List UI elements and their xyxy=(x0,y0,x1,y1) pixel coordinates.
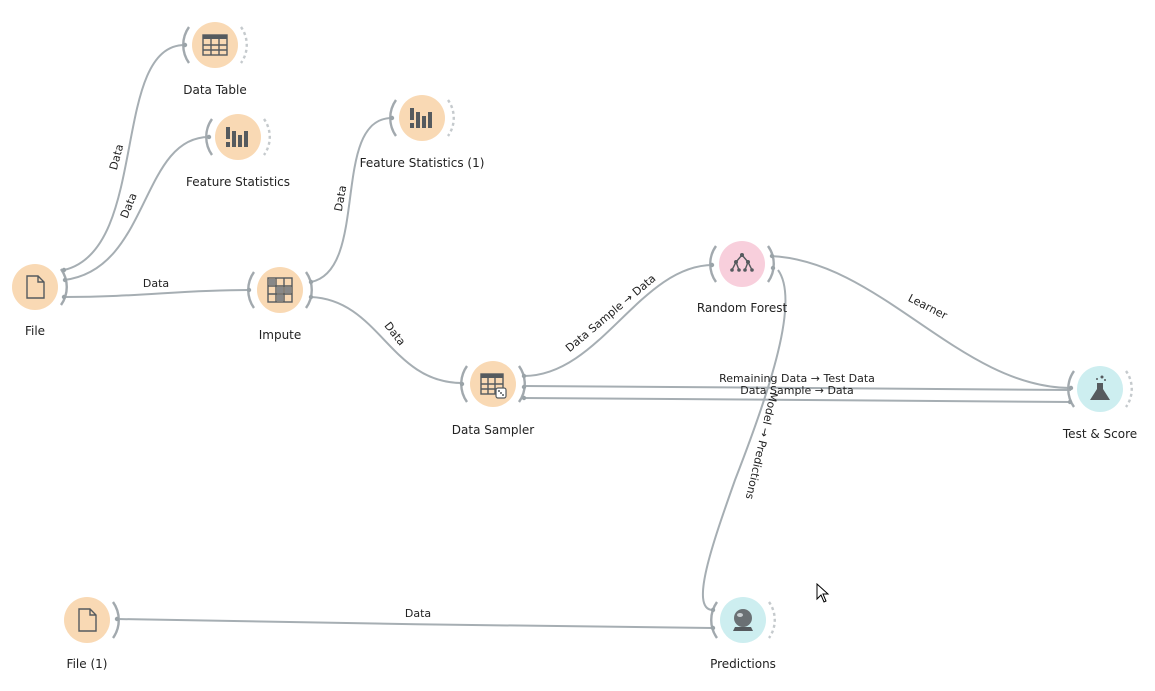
link-forest-predictions[interactable] xyxy=(701,269,787,611)
node-label: Feature Statistics xyxy=(186,175,290,189)
link-forest-test[interactable] xyxy=(769,255,1072,389)
link-file-datatable[interactable] xyxy=(63,44,186,271)
link-file-impute[interactable] xyxy=(63,289,249,298)
table-icon xyxy=(202,34,228,56)
node-label: Data Sampler xyxy=(452,423,534,437)
link-label-sampler-forest: Data Sample → Data xyxy=(563,272,658,355)
link-sampler-test-remaining[interactable] xyxy=(523,385,1072,391)
table-dice-icon xyxy=(480,373,507,399)
node-data-table[interactable]: Data Table xyxy=(182,22,248,97)
link-label-file1-predictions: Data xyxy=(405,607,431,620)
link-label-impute-sampler: Data xyxy=(382,319,408,348)
link-label-sampler-test-sample: Data Sample → Data xyxy=(740,384,853,397)
node-test-score[interactable]: Test & Score xyxy=(1062,366,1137,441)
node-impute[interactable]: Impute xyxy=(246,267,314,342)
link-labels: Data Data Data Data Data Data Sample → D… xyxy=(107,143,950,620)
node-background xyxy=(12,264,58,310)
node-label: Feature Statistics (1) xyxy=(360,156,485,170)
flask-icon xyxy=(1090,375,1110,400)
node-file-1[interactable]: File (1) xyxy=(64,597,120,671)
link-label-sampler-test-remaining: Remaining Data → Test Data xyxy=(719,372,875,385)
node-predictions[interactable]: Predictions xyxy=(710,597,776,671)
node-label: Random Forest xyxy=(697,301,788,315)
node-data-sampler[interactable]: Data Sampler xyxy=(452,361,534,437)
link-label-file-impute: Data xyxy=(143,277,169,290)
mouse-cursor-icon xyxy=(816,583,830,603)
links xyxy=(63,44,1072,629)
link-impute-featstats1[interactable] xyxy=(310,117,393,283)
node-label: Impute xyxy=(259,328,302,342)
link-label-file-datatable: Data xyxy=(107,143,126,172)
node-label: Predictions xyxy=(710,657,776,671)
tree-icon xyxy=(730,253,754,272)
link-sampler-forest[interactable] xyxy=(523,264,714,377)
impute-grid-icon xyxy=(267,277,293,303)
link-label-impute-featstats1: Data xyxy=(332,184,349,212)
node-label: Test & Score xyxy=(1062,427,1137,441)
crystal-ball-icon xyxy=(733,609,753,631)
link-file1-predictions[interactable] xyxy=(116,618,713,629)
link-impute-sampler[interactable] xyxy=(310,296,463,384)
link-sampler-test-sample[interactable] xyxy=(523,397,1072,403)
node-background xyxy=(719,241,765,287)
node-label: File (1) xyxy=(67,657,108,671)
node-file[interactable]: File xyxy=(12,264,68,338)
link-file-featstats[interactable] xyxy=(63,136,210,281)
node-label: Data Table xyxy=(183,83,247,97)
node-feature-statistics-1[interactable]: Feature Statistics (1) xyxy=(360,95,485,170)
node-feature-statistics[interactable]: Feature Statistics xyxy=(186,114,290,189)
node-label: File xyxy=(25,324,45,338)
node-background xyxy=(64,597,110,643)
file-icon xyxy=(26,275,45,299)
bar-chart-icon xyxy=(226,127,248,147)
bar-chart-icon xyxy=(410,108,432,128)
file-icon xyxy=(78,608,97,632)
node-random-forest[interactable]: Random Forest xyxy=(697,241,788,315)
